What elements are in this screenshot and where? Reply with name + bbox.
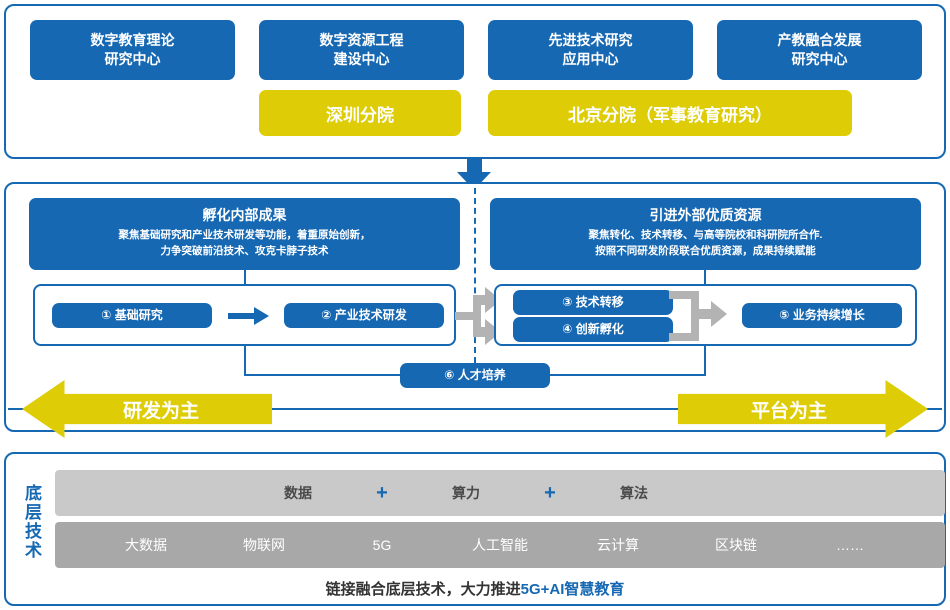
tech-item-bigdata: 大数据 — [125, 537, 167, 553]
center-box-3[interactable]: 先进技术研究 应用中心 — [488, 20, 693, 80]
step-4-label: ④ 创新孵化 — [562, 322, 624, 337]
branch-box-beijing-label: 北京分院（军事教育研究） — [568, 105, 772, 125]
center-box-2[interactable]: 数字资源工程 建设中心 — [259, 20, 464, 80]
import-external-block[interactable]: 引进外部优质资源 聚焦转化、技术转移、与高等院校和科研院所合作. 按照不同研发阶… — [490, 198, 921, 270]
gray-split-arrow-icon — [455, 287, 501, 345]
caption-highlight-text: 5G+AI智慧教育 — [520, 581, 625, 598]
tech-item-blockchain: 区块链 — [715, 537, 757, 553]
center-box-4-line2: 研究中心 — [791, 51, 848, 67]
center-box-2-line1: 数字资源工程 — [319, 32, 404, 49]
import-external-desc-line2: 按照不同研发阶段联合优质资源，成果持续赋能 — [595, 244, 816, 257]
branch-box-beijing[interactable]: 北京分院（军事教育研究） — [488, 90, 852, 136]
caption-plain-text: 链接融合底层技术，大力推进 — [325, 581, 521, 598]
axis-arrow-right-label: 平台为主 — [750, 400, 827, 422]
step-1-label: ① 基础研究 — [101, 308, 163, 323]
tech-item-5g: 5G — [372, 537, 392, 553]
incubate-internal-title: 孵化内部成果 — [202, 207, 287, 224]
center-divider-dashed — [474, 188, 476, 363]
center-box-1[interactable]: 数字教育理论 研究中心 — [30, 20, 235, 80]
incubate-internal-block[interactable]: 孵化内部成果 聚焦基础研究和产业技术研发等功能，着重原始创新， 力争突破前沿技术… — [29, 198, 460, 270]
step-5-label: ⑤ 业务持续增长 — [779, 308, 865, 323]
gray-merge-arrow-icon — [669, 291, 727, 341]
formula-item-compute: 算力 — [452, 485, 480, 501]
center-box-1-line1: 数字教育理论 — [90, 32, 175, 49]
incubate-internal-desc-line2: 力争突破前沿技术、攻克卡脖子技术 — [160, 244, 329, 257]
step-5-business-growth[interactable]: ⑤ 业务持续增长 — [742, 303, 902, 328]
tech-formula-bar: 数据 + 算力 + 算法 — [55, 470, 945, 516]
axis-baseline — [8, 408, 942, 410]
step-2-label: ② 产业技术研发 — [321, 308, 407, 323]
tech-item-ai: 人工智能 — [472, 537, 528, 553]
stub-right-subpanel-down — [704, 346, 706, 374]
foundation-tech-vertical-label: 底层技术 — [22, 484, 41, 560]
branch-box-shenzhen-label: 深圳分院 — [326, 105, 394, 125]
tech-item-cloud: 云计算 — [597, 537, 639, 553]
center-box-2-line2: 建设中心 — [333, 51, 390, 67]
foundation-tech-caption: 链接融合底层技术，大力推进5G+AI智慧教育 — [0, 578, 950, 599]
import-external-desc-line1: 聚焦转化、技术转移、与高等院校和科研院所合作. — [588, 229, 823, 242]
formula-item-data: 数据 — [284, 485, 312, 501]
step-6-talent-development[interactable]: ⑥ 人才培养 — [400, 363, 550, 388]
step-3-label: ③ 技术转移 — [562, 295, 624, 310]
formula-plus-2: + — [544, 481, 556, 504]
formula-plus-1: + — [376, 481, 388, 504]
step-2-industrial-rnd[interactable]: ② 产业技术研发 — [284, 303, 444, 328]
step-4-innovation-incubation[interactable]: ④ 创新孵化 — [513, 317, 673, 342]
center-box-4[interactable]: 产教融合发展 研究中心 — [717, 20, 922, 80]
stub-left-subpanel-down — [244, 346, 246, 374]
step-1-basic-research[interactable]: ① 基础研究 — [52, 303, 212, 328]
formula-item-algorithm: 算法 — [620, 485, 648, 501]
connector-stem — [467, 159, 482, 173]
step-6-label: ⑥ 人才培养 — [444, 368, 506, 383]
arrow-right-icon-step1-to-step2 — [228, 307, 269, 325]
center-box-3-line2: 应用中心 — [562, 51, 619, 67]
step-3-tech-transfer[interactable]: ③ 技术转移 — [513, 290, 673, 315]
stub-left-block-to-subpanel — [244, 270, 246, 284]
import-external-title: 引进外部优质资源 — [649, 207, 762, 224]
tech-item-iot: 物联网 — [243, 537, 285, 553]
center-box-3-line1: 先进技术研究 — [548, 32, 633, 49]
center-box-1-line2: 研究中心 — [104, 51, 161, 67]
line-right-to-step6 — [548, 374, 706, 376]
line-left-to-step6 — [244, 374, 402, 376]
tech-list-bar: 大数据 物联网 5G 人工智能 云计算 区块链 …… — [55, 522, 945, 568]
incubate-internal-desc-line1: 聚焦基础研究和产业技术研发等功能，着重原始创新， — [118, 229, 371, 242]
stub-right-block-to-subpanel — [704, 270, 706, 284]
axis-arrow-left-label: 研发为主 — [122, 400, 199, 422]
branch-box-shenzhen[interactable]: 深圳分院 — [259, 90, 461, 136]
tech-item-more: …… — [836, 537, 864, 553]
center-box-4-line1: 产教融合发展 — [777, 32, 862, 49]
